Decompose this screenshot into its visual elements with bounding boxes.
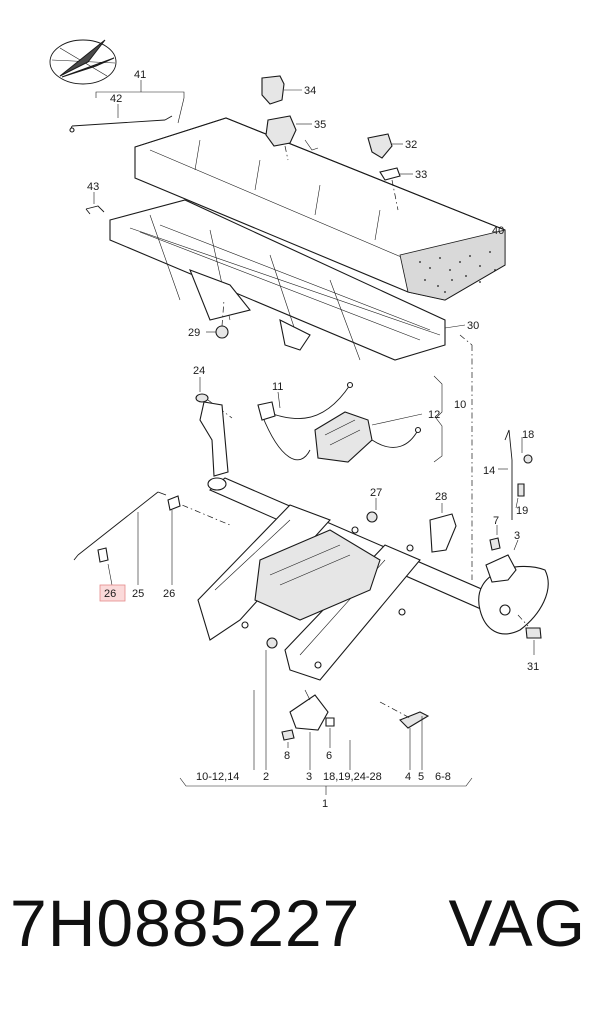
rod-25: [73, 491, 231, 585]
nut-27: [366, 498, 378, 523]
callout-3-upper: 3: [514, 530, 520, 542]
seat-pan-30: [109, 199, 473, 580]
cable-11: [257, 381, 354, 461]
bottom-leaders: [253, 690, 351, 770]
callout-26: 26: [163, 588, 175, 600]
callout-18: 18: [522, 429, 534, 441]
highlight-box: [99, 584, 126, 602]
callout-26-highlighted: 26: [104, 588, 116, 600]
nut-29: [206, 299, 229, 339]
group-label-6-8: 6-8: [435, 771, 451, 783]
clip-34: [261, 75, 302, 105]
clip-35: [265, 115, 312, 161]
callout-32: 32: [405, 139, 417, 151]
rod-42: [69, 115, 173, 133]
callout-33: 33: [415, 169, 427, 181]
callout-12: 12: [428, 409, 440, 421]
callout-42: 42: [110, 93, 122, 105]
exploded-parts-diagram: 41 42 34 35 32 33 43 40 29 30 24 11 10 1…: [49, 39, 549, 810]
callout-10: 10: [454, 399, 466, 411]
callout-43: 43: [87, 181, 99, 193]
callout-25: 25: [132, 588, 144, 600]
rod-14: [498, 429, 513, 520]
callout-41: 41: [134, 69, 146, 81]
assembly-label-1: 1: [322, 798, 328, 810]
callout-labels: 41 42 34 35 32 33 43 40 29 30 24 11 10 1…: [87, 69, 539, 810]
callout-28: 28: [435, 491, 447, 503]
callout-8: 8: [284, 750, 290, 762]
brand-label: VAG: [448, 886, 586, 960]
callout-31: 31: [527, 661, 539, 673]
bracket-41-42: [95, 80, 185, 124]
bracket-10: [433, 375, 443, 463]
clip-19: [515, 483, 525, 509]
callout-19: 19: [516, 505, 528, 517]
callout-11: 11: [272, 381, 283, 393]
nut-2: [265, 637, 278, 770]
part-number: 7H0885227: [10, 886, 361, 960]
bracket-33: [379, 167, 413, 211]
callout-7: 7: [493, 515, 499, 527]
clip-18: [521, 437, 533, 464]
group-label-10-12-14: 10-12,14: [196, 771, 239, 783]
clip-26-highlighted: [97, 547, 126, 602]
callout-14: 14: [483, 465, 495, 477]
callout-24: 24: [193, 365, 205, 377]
callout-35: 35: [314, 119, 326, 131]
actuator-12: [314, 411, 423, 463]
group-label-4: 4: [405, 771, 411, 783]
bracket-3-lower: [281, 689, 335, 770]
bracket-3-upper: [485, 539, 519, 583]
spring-clip-43: [85, 192, 105, 215]
group-label-5: 5: [418, 771, 424, 783]
bolt-4-5: [379, 701, 430, 770]
clip-7: [489, 525, 501, 551]
bolt-31: [517, 614, 542, 655]
clamp-28: [429, 503, 457, 553]
callout-34: 34: [304, 85, 316, 97]
assembly-bracket-1: [179, 777, 473, 795]
orientation-compass-icon: [49, 39, 117, 85]
callout-6: 6: [326, 750, 332, 762]
clip-26: [167, 495, 181, 585]
callout-27: 27: [370, 487, 382, 499]
callout-29: 29: [188, 327, 200, 339]
callout-30: 30: [467, 320, 479, 332]
clip-32: [367, 133, 403, 159]
group-label-2: 2: [263, 771, 269, 783]
group-label-3: 3: [306, 771, 312, 783]
group-label-18-19-24-28: 18,19,24-28: [323, 771, 382, 783]
seat-frame-linkage: [197, 401, 549, 681]
callout-40: 40: [492, 225, 504, 237]
